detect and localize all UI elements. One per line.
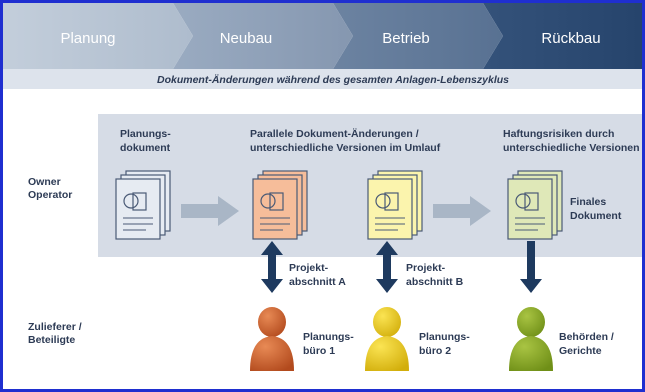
supplier-label-line1: Zulieferer / <box>28 321 82 333</box>
planning-doc-caption-line2: dokument <box>120 142 171 154</box>
phase-neubau-shape <box>173 3 353 69</box>
buero1-label-line1: Planungs- <box>303 331 354 343</box>
supplier-label-line2: Beteiligte <box>28 334 75 346</box>
phase-betrieb-shape <box>333 3 503 69</box>
final-doc-caption-line1: Finales <box>570 196 606 208</box>
double-arrow-icon <box>376 241 398 293</box>
section-a-label-line1: Projekt- <box>289 262 329 274</box>
lifecycle-subtitle: Dokument-Änderungen während des gesamten… <box>157 73 509 86</box>
lifecycle-diagram: Planung Neubau Betrieb Rückbau Dokument-… <box>3 3 642 371</box>
phase-neubau-label: Neubau <box>220 30 273 47</box>
parallel-caption-line2: unterschiedliche Versionen im Umlauf <box>250 142 441 154</box>
person-icon <box>365 307 409 371</box>
document-stack-icon <box>507 170 563 240</box>
behoerden-label-line2: Gerichte <box>559 345 602 357</box>
flow-arrow-right-icon <box>433 196 491 226</box>
liability-caption-line2: unterschiedliche Versionen <box>503 142 640 154</box>
document-stack-icon <box>252 170 308 240</box>
phase-rueckbau-label: Rückbau <box>541 30 600 47</box>
section-a-label-line2: abschnitt A <box>289 276 346 288</box>
final-doc-caption-line2: Dokument <box>570 210 622 222</box>
phase-rueckbau-shape <box>483 3 642 69</box>
buero2-label-line2: büro 2 <box>419 345 451 357</box>
subtitle-strip <box>3 69 642 89</box>
document-stack-icon <box>115 170 171 240</box>
section-b-label-line2: abschnitt B <box>406 276 464 288</box>
section-b-label-line1: Projekt- <box>406 262 446 274</box>
parallel-caption-line1: Parallele Dokument-Änderungen / <box>250 127 419 140</box>
flow-arrow-right-icon <box>181 196 239 226</box>
document-stack-icon <box>367 170 423 240</box>
phase-band: Planung Neubau Betrieb Rückbau <box>3 3 642 69</box>
owner-label-line2: Operator <box>28 189 72 201</box>
buero2-label-line1: Planungs- <box>419 331 470 343</box>
buero1-label-line2: büro 1 <box>303 345 335 357</box>
phase-betrieb-label: Betrieb <box>382 30 430 47</box>
double-arrow-icon <box>261 241 283 293</box>
owner-label-line1: Owner <box>28 176 61 188</box>
planning-doc-caption-line1: Planungs- <box>120 128 171 140</box>
down-arrow-icon <box>520 241 542 293</box>
behoerden-label-line1: Behörden / <box>559 331 614 343</box>
phase-planung-shape <box>3 3 193 69</box>
person-icon <box>509 307 553 371</box>
person-icon <box>250 307 294 371</box>
liability-caption-line1: Haftungsrisiken durch <box>503 128 614 140</box>
phase-planung-label: Planung <box>60 30 115 47</box>
